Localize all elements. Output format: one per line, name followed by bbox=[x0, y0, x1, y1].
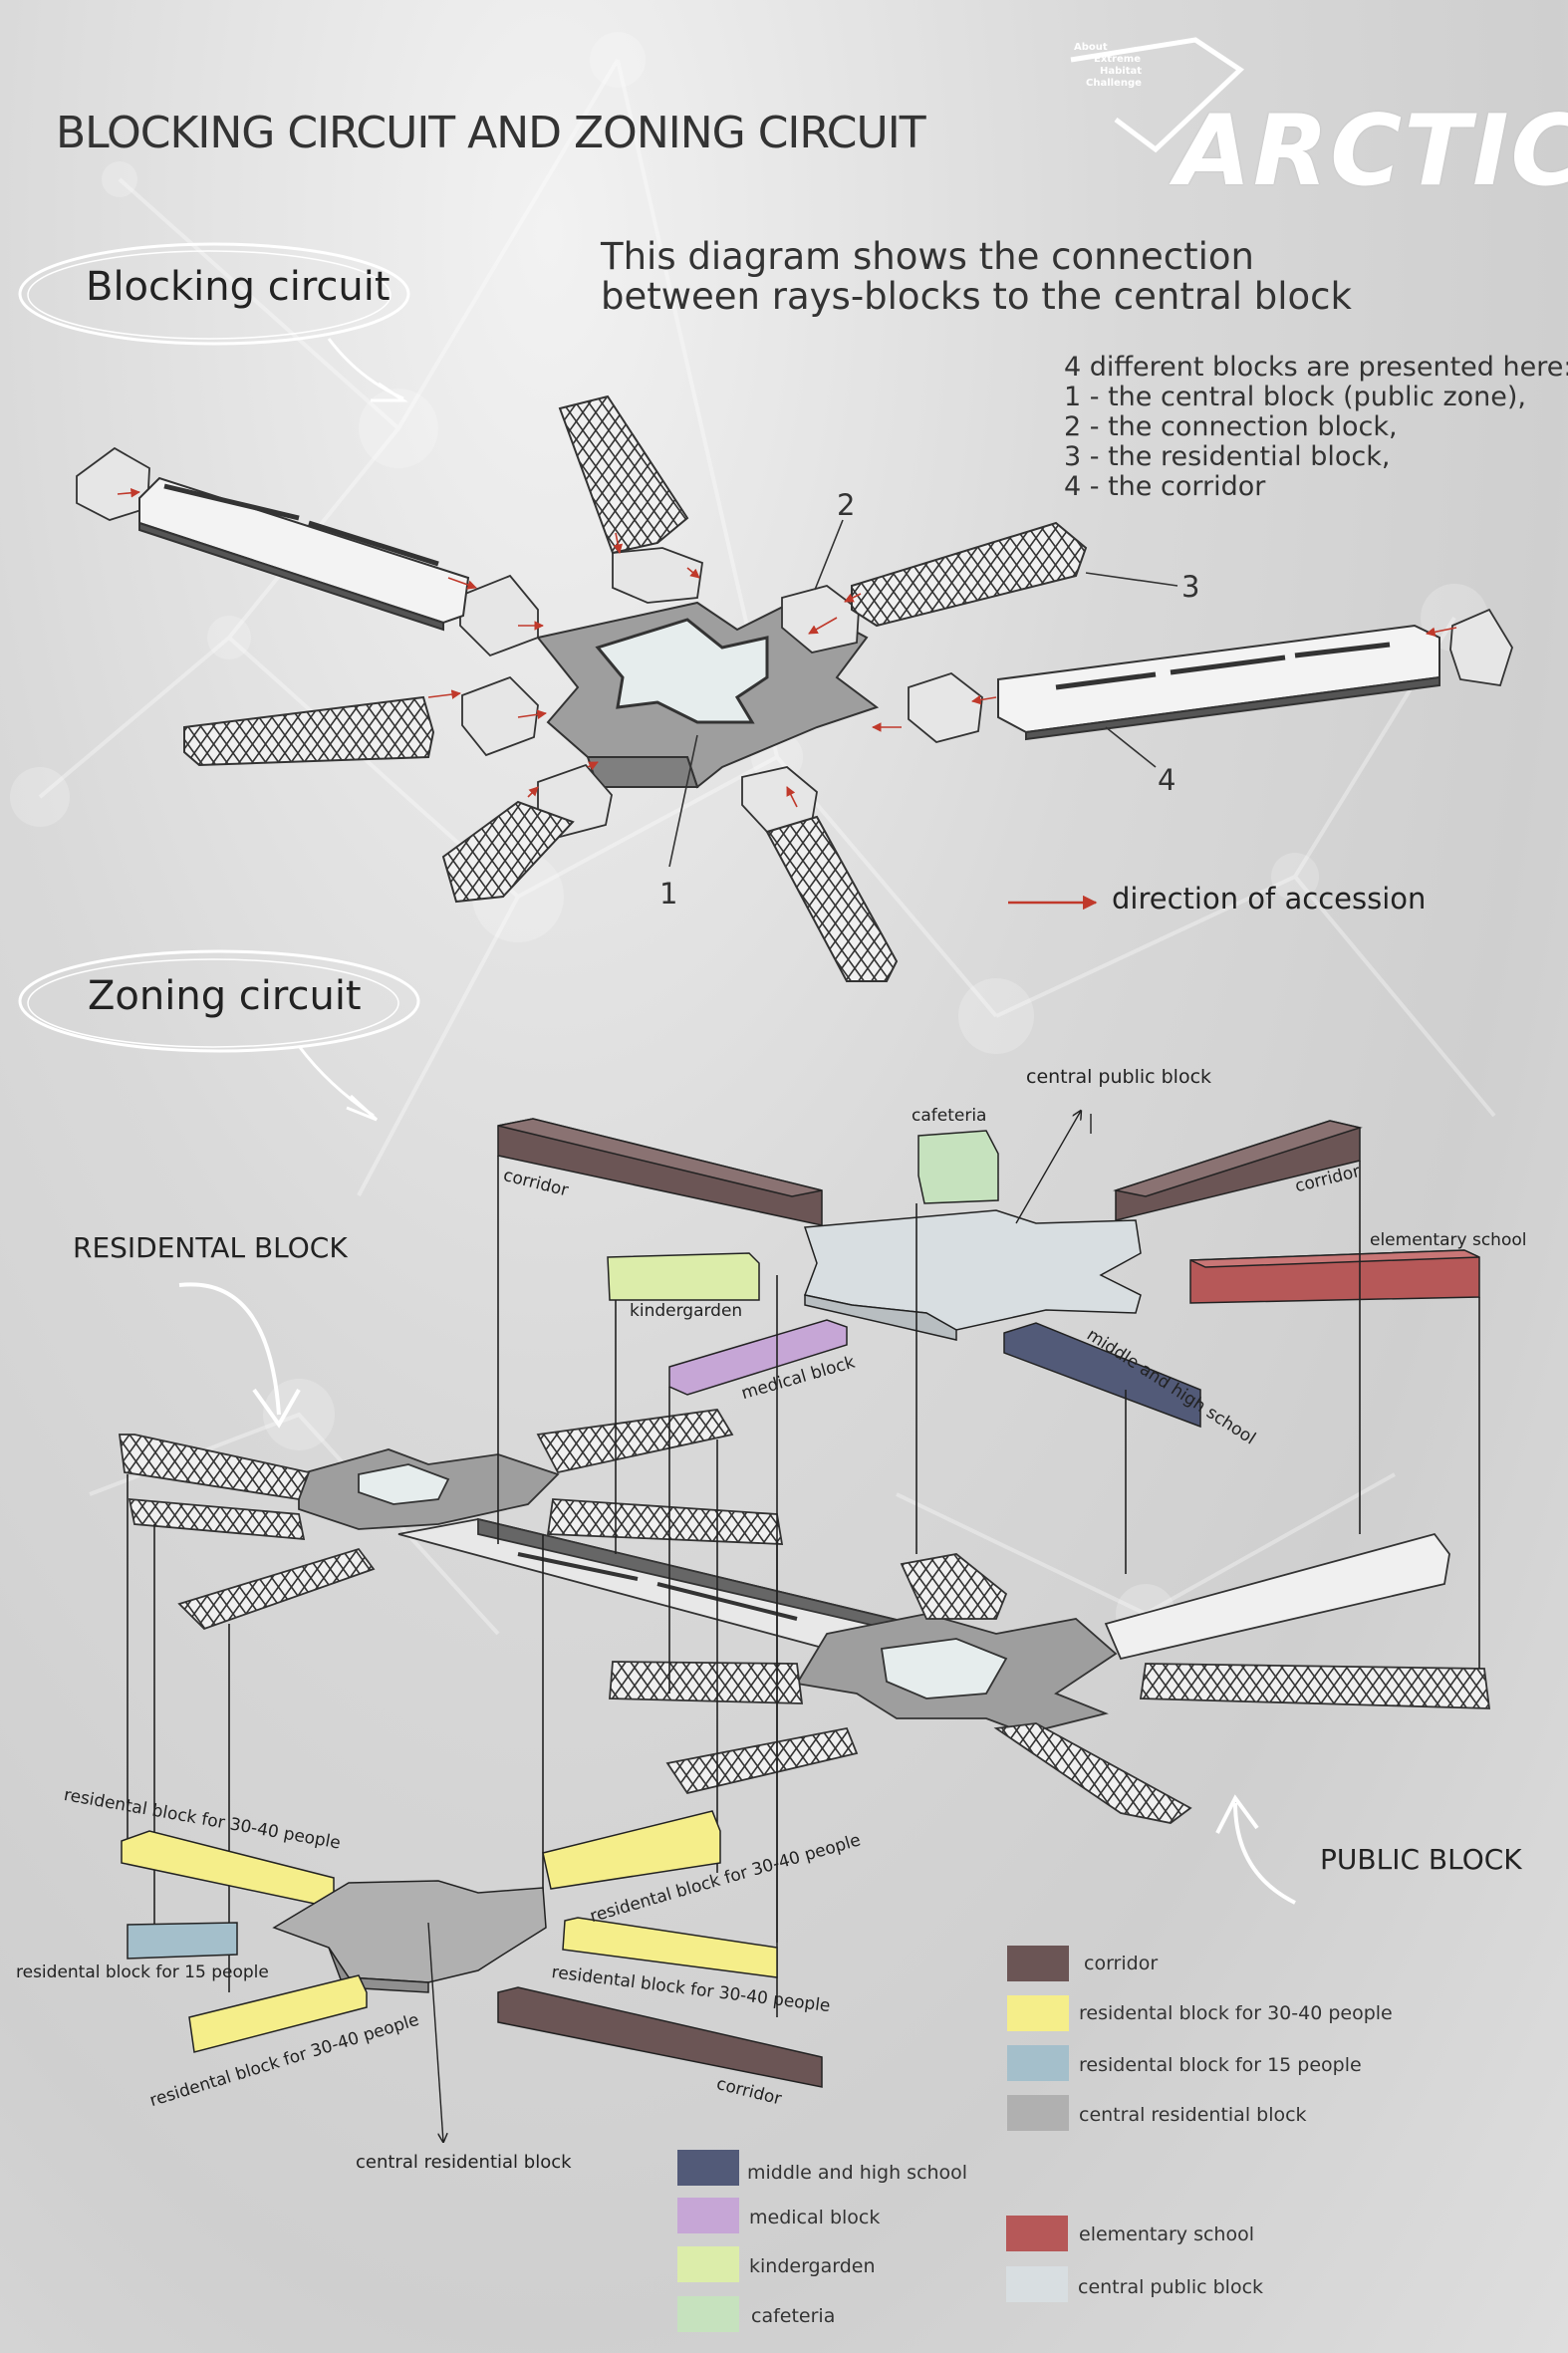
arrow-legend-label: direction of accession bbox=[1112, 882, 1427, 915]
blocking-number-leaders bbox=[668, 519, 1178, 868]
zoning-corridor-left-box bbox=[497, 1118, 823, 1226]
legend-label: central residential block bbox=[1079, 2104, 1307, 2126]
zoning-kindergarden-box bbox=[607, 1252, 760, 1301]
brand-about-line: Habitat bbox=[1100, 66, 1143, 77]
blocking-list-line: 3 - the residential block, bbox=[1064, 441, 1391, 472]
label-kindergarden: kindergarden bbox=[630, 1301, 743, 1321]
blocking-residential-top bbox=[558, 394, 689, 555]
zoning-oval-inner bbox=[27, 958, 399, 1048]
label-elementary-school: elementary school bbox=[1370, 1230, 1527, 1250]
block-number-4: 4 bbox=[1158, 763, 1176, 797]
legend-swatch bbox=[1007, 1946, 1069, 1981]
legend-label: middle and high school bbox=[747, 2162, 968, 2184]
zoning-res-30-40-bottom bbox=[188, 1974, 368, 2053]
zoning-cafeteria-box bbox=[917, 1130, 999, 1204]
zoning-res-30-40-right-top bbox=[542, 1810, 721, 1890]
legend-swatch bbox=[1007, 2095, 1069, 2131]
legend-label: residental block for 15 people bbox=[1079, 2054, 1362, 2076]
zoning-residential-hub bbox=[298, 1448, 560, 1530]
blocking-description: This diagram shows the connection betwee… bbox=[601, 235, 1352, 318]
public-hand-arrow bbox=[1215, 1794, 1296, 1905]
zoning-public-rays bbox=[609, 1532, 1491, 1824]
brand-about-line: About bbox=[1074, 42, 1108, 53]
legend-swatch bbox=[677, 2296, 739, 2332]
zoning-leaders bbox=[427, 1111, 1092, 2142]
zoning-corridor-right-box bbox=[1113, 1120, 1363, 1221]
blocking-oval-inner bbox=[27, 250, 392, 340]
legend-label: medical block bbox=[749, 2207, 881, 2228]
label-cafeteria: cafeteria bbox=[912, 1106, 987, 1126]
zoning-public-hub bbox=[795, 1613, 1118, 1734]
blocking-list-line: 2 - the connection block, bbox=[1064, 411, 1398, 442]
legend-swatch bbox=[1007, 1995, 1069, 2031]
blocking-list-line: 4 different blocks are presented here: bbox=[1064, 352, 1568, 383]
brand-about: About Extreme Habitat Challenge bbox=[1074, 42, 1142, 90]
residential-block-heading: RESIDENTAL BLOCK bbox=[73, 1231, 348, 1264]
block-number-3: 3 bbox=[1181, 570, 1200, 604]
brand-about-line: Extreme bbox=[1094, 54, 1141, 65]
blocking-residential-upper-right bbox=[851, 521, 1088, 628]
block-number-1: 1 bbox=[659, 877, 678, 911]
legend-swatch bbox=[1006, 2216, 1068, 2251]
zoning-middle-high-box bbox=[1003, 1322, 1201, 1429]
zoning-res-30-40-right bbox=[562, 1917, 778, 1978]
blocking-central-block bbox=[536, 598, 880, 789]
block-number-2: 2 bbox=[837, 488, 856, 522]
zoning-elementary-box bbox=[1189, 1249, 1480, 1304]
zoning-central-public-block bbox=[803, 1209, 1142, 1341]
legend-label: residental block for 30-40 people bbox=[1079, 2002, 1393, 2024]
legend-label: cafeteria bbox=[751, 2305, 836, 2327]
legend-label: corridor bbox=[1084, 1953, 1159, 1974]
brand-logo-shape bbox=[1070, 37, 1245, 153]
brand-name: ARCTIC bbox=[1176, 95, 1568, 208]
blocking-oval bbox=[18, 242, 410, 346]
blocking-list-line: 1 - the central block (public zone), bbox=[1064, 382, 1526, 412]
zoning-corridor-bottom-box bbox=[497, 1986, 823, 2088]
zoning-res-15 bbox=[127, 1922, 238, 1960]
legend-swatch bbox=[677, 2246, 739, 2282]
residential-hand-arrow bbox=[178, 1282, 301, 1429]
label-res-15: residental block for 15 people bbox=[16, 1962, 269, 1982]
blocking-residential-bottom bbox=[765, 815, 899, 982]
blocking-residential-left bbox=[183, 695, 435, 767]
legend-swatch bbox=[1006, 2266, 1068, 2302]
blocking-corridor-right bbox=[997, 624, 1440, 741]
legend-swatch bbox=[677, 2150, 739, 2186]
legend-label: elementary school bbox=[1079, 2223, 1255, 2245]
blocking-connection-blocks bbox=[76, 446, 1513, 839]
legend-swatch bbox=[677, 2198, 739, 2233]
public-block-heading: PUBLIC BLOCK bbox=[1320, 1843, 1522, 1876]
label-central-public-block: central public block bbox=[1026, 1066, 1212, 1088]
legend-swatch bbox=[1007, 2045, 1069, 2081]
label-central-residential-block: central residential block bbox=[356, 2152, 572, 2173]
brand-about-line: Challenge bbox=[1086, 78, 1142, 89]
page-title: BLOCKING CIRCUIT AND ZONING CIRCUIT bbox=[56, 108, 926, 158]
blocking-list-line: 4 - the corridor bbox=[1064, 471, 1266, 502]
legend-label: kindergarden bbox=[749, 2255, 876, 2277]
zoning-residential-rays bbox=[118, 1409, 784, 1631]
blocking-residential-lower-left bbox=[441, 800, 575, 904]
zoning-circuit-label: Zoning circuit bbox=[88, 973, 362, 1019]
blocking-circuit-label: Blocking circuit bbox=[86, 264, 391, 310]
blocking-corridor-left bbox=[138, 476, 470, 632]
zoning-oval bbox=[18, 949, 420, 1053]
blocking-hand-arrow bbox=[327, 338, 408, 402]
blocking-access-arrows bbox=[117, 488, 1457, 911]
zoning-hand-arrow bbox=[297, 1045, 379, 1122]
legend-label: central public block bbox=[1078, 2276, 1264, 2298]
